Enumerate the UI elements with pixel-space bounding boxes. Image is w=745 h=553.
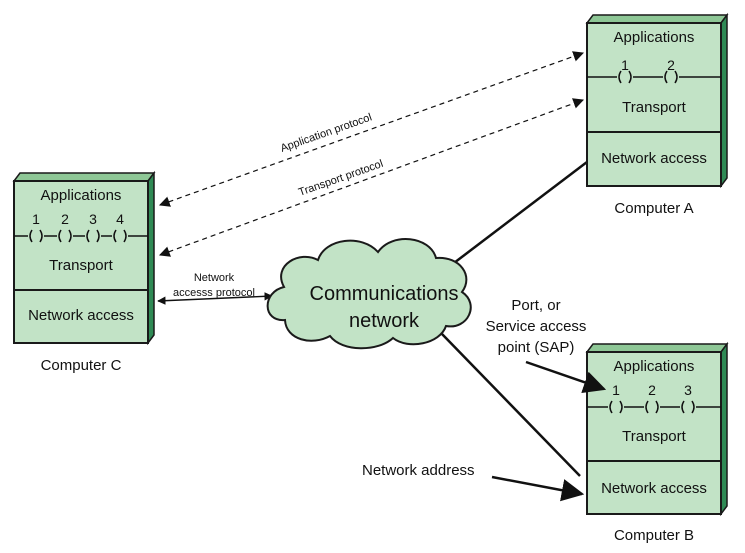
sap-label-line1: Port, or — [511, 297, 560, 314]
computer-a-port-1: 1 — [621, 57, 629, 73]
cloud-label-line1: Communications — [310, 283, 459, 305]
sap-label-line3: point (SAP) — [498, 339, 575, 356]
computer-b-applications-label: Applications — [614, 358, 695, 375]
computer-c-port-3: 3 — [89, 211, 97, 227]
computer-c-transport-label: Transport — [49, 257, 113, 274]
computer-c: Applications 1 2 3 4 Transport Network a… — [12, 170, 156, 346]
computer-c-port-1: 1 — [32, 211, 40, 227]
computer-c-name: Computer C — [41, 357, 122, 374]
computer-b-port-2: 2 — [648, 382, 656, 398]
communications-network-cloud: Communications network — [266, 238, 472, 350]
computer-c-port-bus — [14, 229, 148, 243]
computer-c-applications-label: Applications — [41, 187, 122, 204]
computer-a-name: Computer A — [614, 200, 693, 217]
computer-c-port-4: 4 — [116, 211, 124, 227]
network-address-arrow — [491, 475, 585, 502]
network-access-protocol-label-line1: Network — [194, 272, 235, 284]
cloud-label-line2: network — [349, 310, 420, 332]
computer-b-transport-label: Transport — [622, 428, 686, 445]
computer-b-network-access-label: Network access — [601, 480, 707, 497]
computer-c-network-access-label: Network access — [28, 307, 134, 324]
computer-b-port-1: 1 — [612, 382, 620, 398]
sap-label-line2: Service access — [486, 318, 587, 335]
computer-a-transport-label: Transport — [622, 99, 686, 116]
computer-a: Applications 1 2 Transport Network acces… — [585, 12, 729, 189]
network-address-label: Network address — [362, 462, 475, 479]
computer-a-port-2: 2 — [667, 57, 675, 73]
computer-c-port-2: 2 — [61, 211, 69, 227]
link-cloud-computer-b — [441, 333, 581, 477]
link-cloud-computer-a — [449, 161, 588, 267]
computer-a-applications-label: Applications — [614, 29, 695, 46]
computer-b-port-3: 3 — [684, 382, 692, 398]
computer-b-port-bus — [587, 400, 721, 414]
computer-a-network-access-label: Network access — [601, 150, 707, 167]
network-access-protocol-label-line2: accesss protocol — [173, 287, 255, 299]
computer-b-name: Computer B — [614, 527, 694, 544]
network-access-protocol-line — [157, 292, 273, 305]
transport-protocol-line — [158, 98, 585, 257]
sap-arrow — [525, 360, 607, 394]
application-protocol-line — [158, 51, 585, 207]
computer-b: Applications 1 2 3 Transport Network acc… — [585, 341, 729, 517]
transport-protocol-label: Transport protocol — [297, 158, 385, 199]
computer-a-port-bus — [587, 70, 721, 84]
